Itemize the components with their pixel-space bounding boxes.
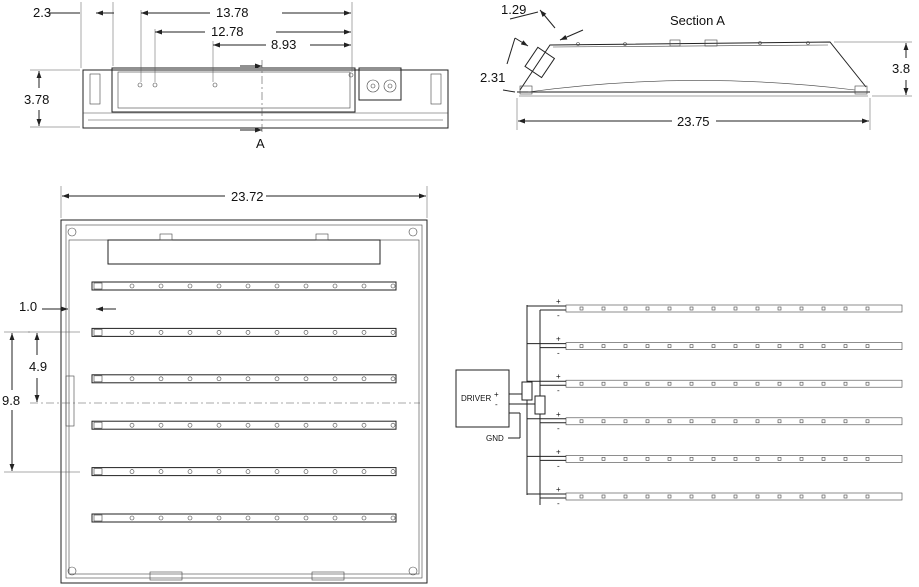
strip-plus-label: + (556, 447, 561, 456)
wiring-strip: +- (527, 335, 903, 358)
section-a-title: Section A (670, 13, 725, 28)
strip-minus-label: - (557, 424, 560, 433)
wiring-strip: +- (527, 372, 903, 395)
wiring-diagram: DRIVER + - GND +-+-+-+-+-+- (455, 297, 903, 508)
plus-terminal-block (521, 381, 533, 401)
strip-plus-label: + (556, 335, 561, 344)
led-strip (91, 327, 397, 337)
led-strip (91, 513, 397, 523)
led-strip (91, 420, 397, 430)
side-view-junction-box (358, 67, 402, 101)
section-a-driver-box (524, 46, 556, 79)
ground-label: GND (486, 434, 504, 443)
dim-box-height: 2.31 (480, 70, 505, 85)
dim-strip-span: 9.8 (2, 393, 20, 408)
strip-plus-label: + (556, 297, 561, 306)
wiring-strip: +- (527, 297, 903, 320)
dim-strip-pitch: 4.9 (29, 359, 47, 374)
dim-width: 23.75 (677, 114, 710, 129)
driver-minus-label: - (495, 400, 498, 409)
dim-edge-gap: 1.0 (19, 299, 37, 314)
plan-view-frame (60, 219, 428, 584)
driver-box (455, 369, 510, 428)
strip-minus-label: - (557, 461, 560, 470)
dim-height: 3.78 (24, 92, 49, 107)
section-a-housing (519, 41, 867, 91)
plan-view-driver-box (107, 239, 381, 265)
dim-plan-width: 23.72 (231, 189, 264, 204)
dim-depth: 3.8 (892, 61, 910, 76)
section-a-view: Section A 1.29 2.31 3.8 23.75 (480, 2, 912, 130)
dim-inner-length: 12.78 (211, 24, 244, 39)
strip-minus-label: - (557, 311, 560, 320)
driver-label: DRIVER (461, 394, 491, 403)
strip-minus-label: - (557, 499, 560, 508)
side-view-housing (82, 69, 449, 129)
led-strip (91, 374, 397, 384)
side-view: A 2.3 13.78 12.78 8.93 3.78 (24, 2, 449, 151)
dim-overall-length: 13.78 (216, 5, 249, 20)
plan-view: 23.72 1.0 4.9 9.8 (2, 186, 428, 584)
strip-plus-label: + (556, 372, 561, 381)
led-strip (91, 467, 397, 477)
strip-plus-label: + (556, 410, 561, 419)
minus-terminal-block (534, 395, 546, 415)
strip-minus-label: - (557, 386, 560, 395)
dim-top-offset: 1.29 (501, 2, 526, 17)
strip-plus-label: + (556, 485, 561, 494)
section-marker-label: A (256, 136, 265, 151)
wiring-strip-group: +-+-+-+-+-+- (527, 297, 903, 508)
driver-plus-label: + (494, 390, 499, 399)
led-strip (91, 281, 397, 291)
wiring-strip: +- (527, 447, 903, 470)
side-view-driver-box (111, 67, 356, 113)
dim-flange: 2.3 (33, 5, 51, 20)
wiring-strip: +- (527, 485, 903, 508)
wiring-strip: +- (527, 410, 903, 433)
dim-offset: 8.93 (271, 37, 296, 52)
strip-minus-label: - (557, 349, 560, 358)
led-strip-group (91, 281, 397, 523)
